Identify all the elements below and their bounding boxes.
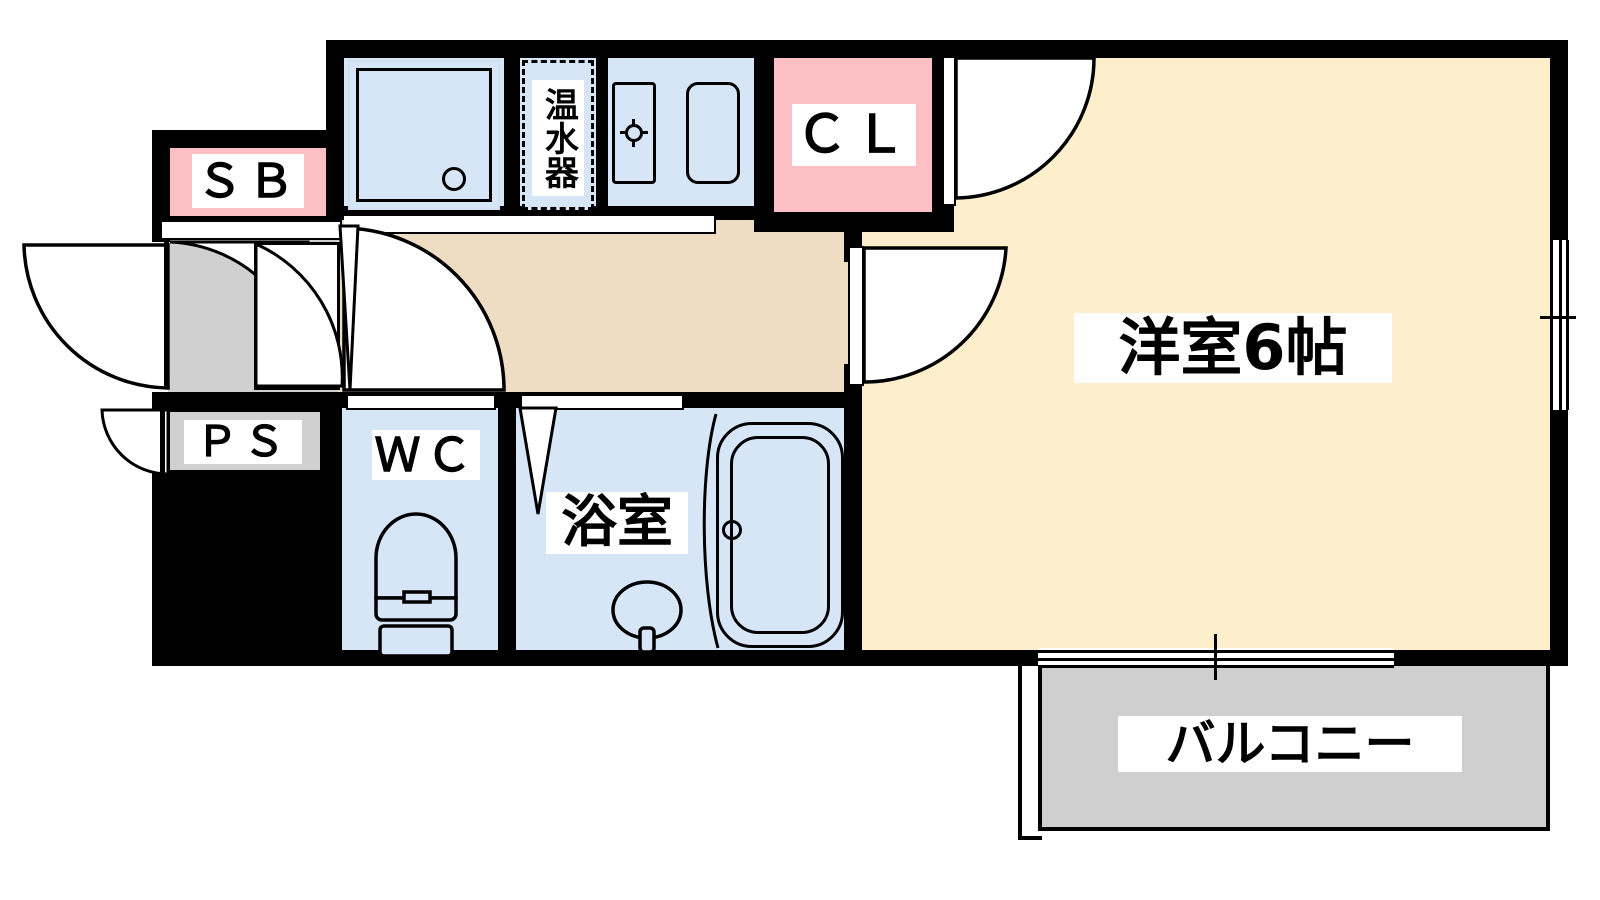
wall-bottom-wet-area [152, 650, 1046, 666]
door-entrance-swing[interactable] [10, 240, 170, 390]
door-closet-swing[interactable] [954, 56, 1098, 204]
fixture-stove-burner-tick-top [632, 119, 635, 126]
balcony-outline [1038, 666, 1550, 831]
wall-solid-block-lower-left [152, 470, 342, 666]
wall-left-entrance-upper [152, 130, 170, 242]
door-hall-swing[interactable] [338, 226, 508, 394]
door-entrance-leaf[interactable] [164, 242, 169, 386]
wall-top-kitchen [326, 40, 942, 58]
window-east-line-2 [1559, 240, 1562, 410]
door-ps-leaf[interactable] [160, 410, 165, 476]
label-shoe-box: ＳＢ [192, 154, 304, 208]
sill-entrance [160, 220, 342, 240]
fixture-stove-burner-tick-right [641, 131, 648, 134]
label-main-room: 洋室6帖 [1074, 313, 1392, 383]
window-east-line-1 [1550, 240, 1553, 410]
sill-wc-door [346, 394, 496, 410]
wall-between-washer-heater [504, 40, 520, 218]
fixture-stove-burner-tick-bottom [632, 140, 635, 147]
wall-top-shoe-box [152, 130, 342, 148]
label-bathroom: 浴室 [546, 492, 688, 554]
window-east-center-mullion [1540, 316, 1576, 319]
door-genkan-second-swing[interactable] [254, 241, 344, 390]
fixture-bathtub-inner [730, 436, 830, 634]
fixture-washer-drain [442, 167, 466, 191]
fixture-wash-basin [611, 580, 683, 654]
balcony-bottom-extension [1018, 836, 1042, 840]
label-water-heater-text: 温水器 [538, 87, 579, 189]
window-east-line-3 [1566, 240, 1569, 410]
wall-between-wc-bathroom [498, 394, 516, 666]
door-closet-leaf[interactable] [942, 56, 956, 206]
balcony-inner-edge [1018, 660, 1022, 840]
fixture-toilet-bowl [374, 512, 458, 658]
label-pipe-space: ＰＳ [184, 420, 302, 464]
label-balcony: バルコニー [1118, 716, 1462, 772]
sill-bathroom-door [520, 394, 684, 410]
door-main-room-swing[interactable] [862, 246, 1010, 386]
fixture-kitchen-sink [686, 82, 740, 184]
wall-hall-right-lower [844, 364, 862, 664]
fixture-bathtub-drain [722, 520, 742, 540]
door-hall-leaf[interactable] [336, 224, 366, 394]
door-ps-swing[interactable] [96, 408, 176, 478]
window-balcony-center-mullion [1214, 634, 1217, 680]
wall-entrance-bottom [152, 392, 342, 412]
fixture-stove-burner-tick-left [620, 131, 627, 134]
door-main-room-leaf[interactable] [848, 246, 864, 386]
label-water-heater: 温水器 [532, 80, 584, 196]
label-closet: ＣＬ [792, 104, 916, 166]
wall-bottom-main-room-right [1392, 650, 1568, 666]
wall-bottom-main-room-left [844, 650, 1044, 666]
wall-below-closet [754, 212, 954, 232]
sill-hall-upper [344, 214, 716, 234]
wall-top-main-room [934, 40, 1554, 58]
wall-between-kitchen-closet [754, 40, 774, 230]
label-toilet: ＷＣ [372, 430, 480, 480]
wall-ps-right [320, 410, 342, 472]
fixture-bathtub-apron [702, 413, 720, 649]
fixture-washer-pan-inner [356, 68, 492, 202]
door-bathroom-folding[interactable] [516, 406, 560, 518]
wall-between-heater-kitchen [596, 40, 608, 218]
